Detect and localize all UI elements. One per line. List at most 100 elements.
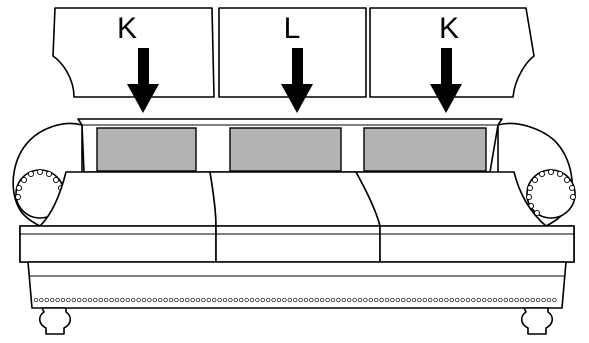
- nailhead: [530, 297, 535, 303]
- sofa-foot-left: [38, 307, 72, 335]
- nailhead: [395, 297, 400, 303]
- cushion-slot-k-right: [363, 127, 487, 172]
- cushion-label-k-right: K: [439, 12, 459, 45]
- nailhead: [363, 297, 368, 303]
- nailhead: [255, 297, 260, 303]
- nailhead: [163, 297, 168, 303]
- nailhead: [444, 297, 449, 303]
- nailhead: [492, 297, 498, 303]
- nailhead: [352, 297, 357, 303]
- nailhead: [471, 297, 476, 303]
- nailhead: [438, 297, 444, 303]
- nailhead: [330, 297, 336, 303]
- nailhead: [293, 297, 298, 303]
- nailhead: [428, 297, 433, 303]
- nailhead: [87, 297, 93, 303]
- cushion-label-l: L: [284, 12, 301, 45]
- nailhead: [152, 297, 157, 303]
- nailhead: [487, 297, 492, 303]
- nailhead: [206, 297, 211, 303]
- nailhead: [390, 297, 395, 303]
- nailhead: [201, 297, 206, 303]
- nailhead: [190, 297, 195, 303]
- nailhead: [368, 297, 373, 303]
- sofa-foot-right: [520, 307, 554, 335]
- nailhead: [282, 297, 287, 303]
- nailhead: [552, 297, 557, 303]
- nailhead: [109, 297, 114, 303]
- nailhead: [266, 297, 271, 303]
- nailhead: [239, 297, 244, 303]
- nailhead: [168, 297, 174, 303]
- nailhead: [98, 297, 103, 303]
- cushion-slot-k-left: [96, 127, 197, 172]
- nailhead: [374, 297, 379, 303]
- nailhead: [514, 297, 519, 303]
- down-arrow-icon-middle: [281, 48, 313, 113]
- nailhead: [546, 297, 552, 303]
- nailhead: [406, 297, 411, 303]
- nailhead: [33, 297, 39, 303]
- seat-front-middle: [215, 225, 381, 263]
- nailhead: [271, 297, 276, 303]
- nailhead: [217, 297, 222, 303]
- nailhead: [336, 297, 341, 303]
- nailhead: [174, 297, 179, 303]
- nailhead: [536, 297, 541, 303]
- nailhead: [158, 297, 163, 303]
- nailhead: [411, 297, 417, 303]
- nailhead: [147, 297, 152, 303]
- nailhead: [341, 297, 346, 303]
- cushion-label-k-left: K: [117, 12, 137, 45]
- nailhead: [131, 297, 136, 303]
- nailhead: [55, 297, 60, 303]
- nailhead: [212, 297, 217, 303]
- seat-front-left: [19, 225, 217, 263]
- nailhead: [136, 297, 141, 303]
- nailhead: [314, 297, 319, 303]
- nailhead: [498, 297, 503, 303]
- nailhead: [357, 297, 363, 303]
- down-arrow-icon-left: [127, 48, 159, 113]
- nailhead: [249, 297, 255, 303]
- seat-cushion-middle: [209, 171, 381, 227]
- nailhead: [233, 297, 238, 303]
- nailhead: [320, 297, 325, 303]
- nailhead: [525, 297, 530, 303]
- nailhead: [179, 297, 184, 303]
- nailhead: [433, 297, 438, 303]
- back-cushion-k-left: K: [52, 7, 215, 98]
- nailhead: [309, 297, 314, 303]
- nailhead: [384, 297, 390, 303]
- nailhead: [287, 297, 292, 303]
- nailhead: [71, 297, 76, 303]
- nailhead: [325, 297, 330, 303]
- nailhead: [379, 297, 384, 303]
- nailhead: [417, 297, 422, 303]
- nailhead: [276, 297, 282, 303]
- nailhead: [244, 297, 249, 303]
- nailhead: [195, 297, 201, 303]
- nailhead-trim: [33, 297, 557, 303]
- sofa: [12, 118, 577, 335]
- nailhead: [82, 297, 87, 303]
- seat-cushion-left: [39, 171, 217, 227]
- nailhead: [44, 297, 49, 303]
- nailhead: [260, 297, 265, 303]
- nailhead: [125, 297, 130, 303]
- nailhead: [222, 297, 228, 303]
- nailhead: [347, 297, 352, 303]
- nailhead: [93, 297, 98, 303]
- nailhead: [39, 297, 44, 303]
- nailhead: [141, 297, 147, 303]
- nailhead: [476, 297, 481, 303]
- cushion-slot-l: [229, 127, 342, 172]
- down-arrow-icon-right: [430, 48, 462, 113]
- nailhead: [77, 297, 82, 303]
- nailhead: [449, 297, 454, 303]
- nailhead: [482, 297, 487, 303]
- nailhead: [66, 297, 71, 303]
- nailhead: [401, 297, 406, 303]
- nailhead: [509, 297, 514, 303]
